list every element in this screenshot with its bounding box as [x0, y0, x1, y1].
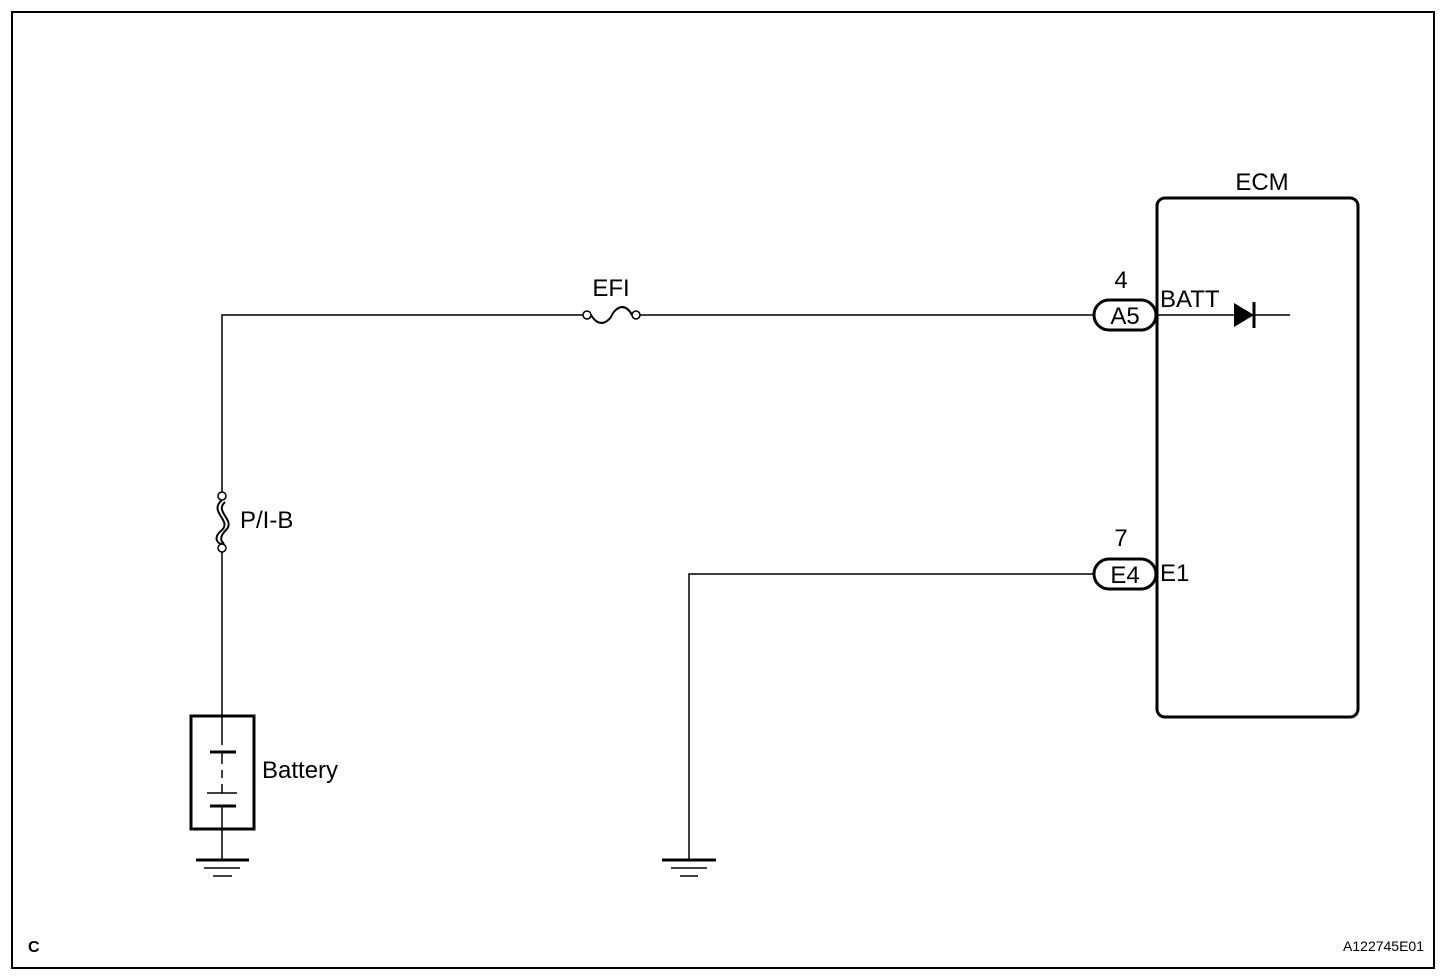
ecm-box	[1155, 196, 1360, 719]
corner-letter: C	[28, 939, 40, 956]
pib-label: P/I-B	[240, 507, 293, 534]
pin-7-number: 7	[1114, 525, 1127, 552]
connector-e4-label: E4	[1110, 562, 1139, 589]
pib-fusible-link	[215, 491, 230, 553]
ecm-ground-symbol	[662, 858, 716, 877]
figure-id: A122745E01	[1343, 938, 1424, 954]
diagram-border	[11, 11, 1435, 969]
efi-fuse	[582, 306, 641, 324]
diode-symbol	[1234, 302, 1256, 328]
power-wire-vertical	[221, 314, 585, 496]
terminal-batt-label: BATT	[1160, 286, 1220, 313]
battery-ground-symbol	[196, 858, 249, 877]
efi-fuse-label: EFI	[592, 275, 629, 302]
battery-symbol	[189, 714, 256, 831]
pin-4-number: 4	[1114, 267, 1127, 294]
connector-a5-label: A5	[1110, 303, 1139, 330]
ecm-label: ECM	[1235, 169, 1288, 196]
e1-ground-wire	[688, 573, 1094, 860]
battery-label: Battery	[262, 757, 338, 784]
terminal-e1-label: E1	[1160, 560, 1189, 587]
